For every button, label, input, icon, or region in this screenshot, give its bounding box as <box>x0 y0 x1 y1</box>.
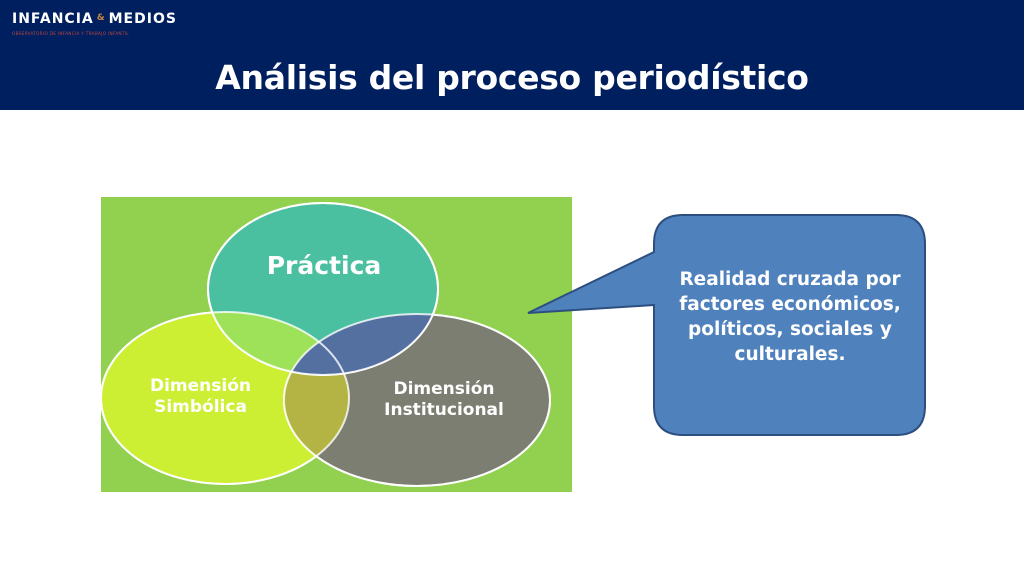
infancia-medios-logo: INFANCIA&MEDIOS OBSERVATORIO DE INFANCIA… <box>8 8 176 42</box>
label-dimension-simbolica: Dimensión Simbólica <box>149 376 251 418</box>
label-dimension-institucional: Dimensión Institucional <box>384 379 504 421</box>
logo-subtitle: OBSERVATORIO DE INFANCIA Y TRABAJO INFAN… <box>12 31 129 36</box>
callout-text: Realidad cruzada por factores económicos… <box>679 269 901 365</box>
label-practica: Práctica <box>266 251 382 280</box>
header-bar: INFANCIA&MEDIOS OBSERVATORIO DE INFANCIA… <box>0 0 1024 110</box>
page-title: Análisis del proceso periodístico <box>215 58 809 97</box>
overlap-practica-institucional <box>284 314 438 375</box>
callout-bubble <box>527 214 926 436</box>
logo-wordmark: INFANCIA&MEDIOS <box>12 11 177 27</box>
overlap-practica-simbolica <box>208 312 349 375</box>
